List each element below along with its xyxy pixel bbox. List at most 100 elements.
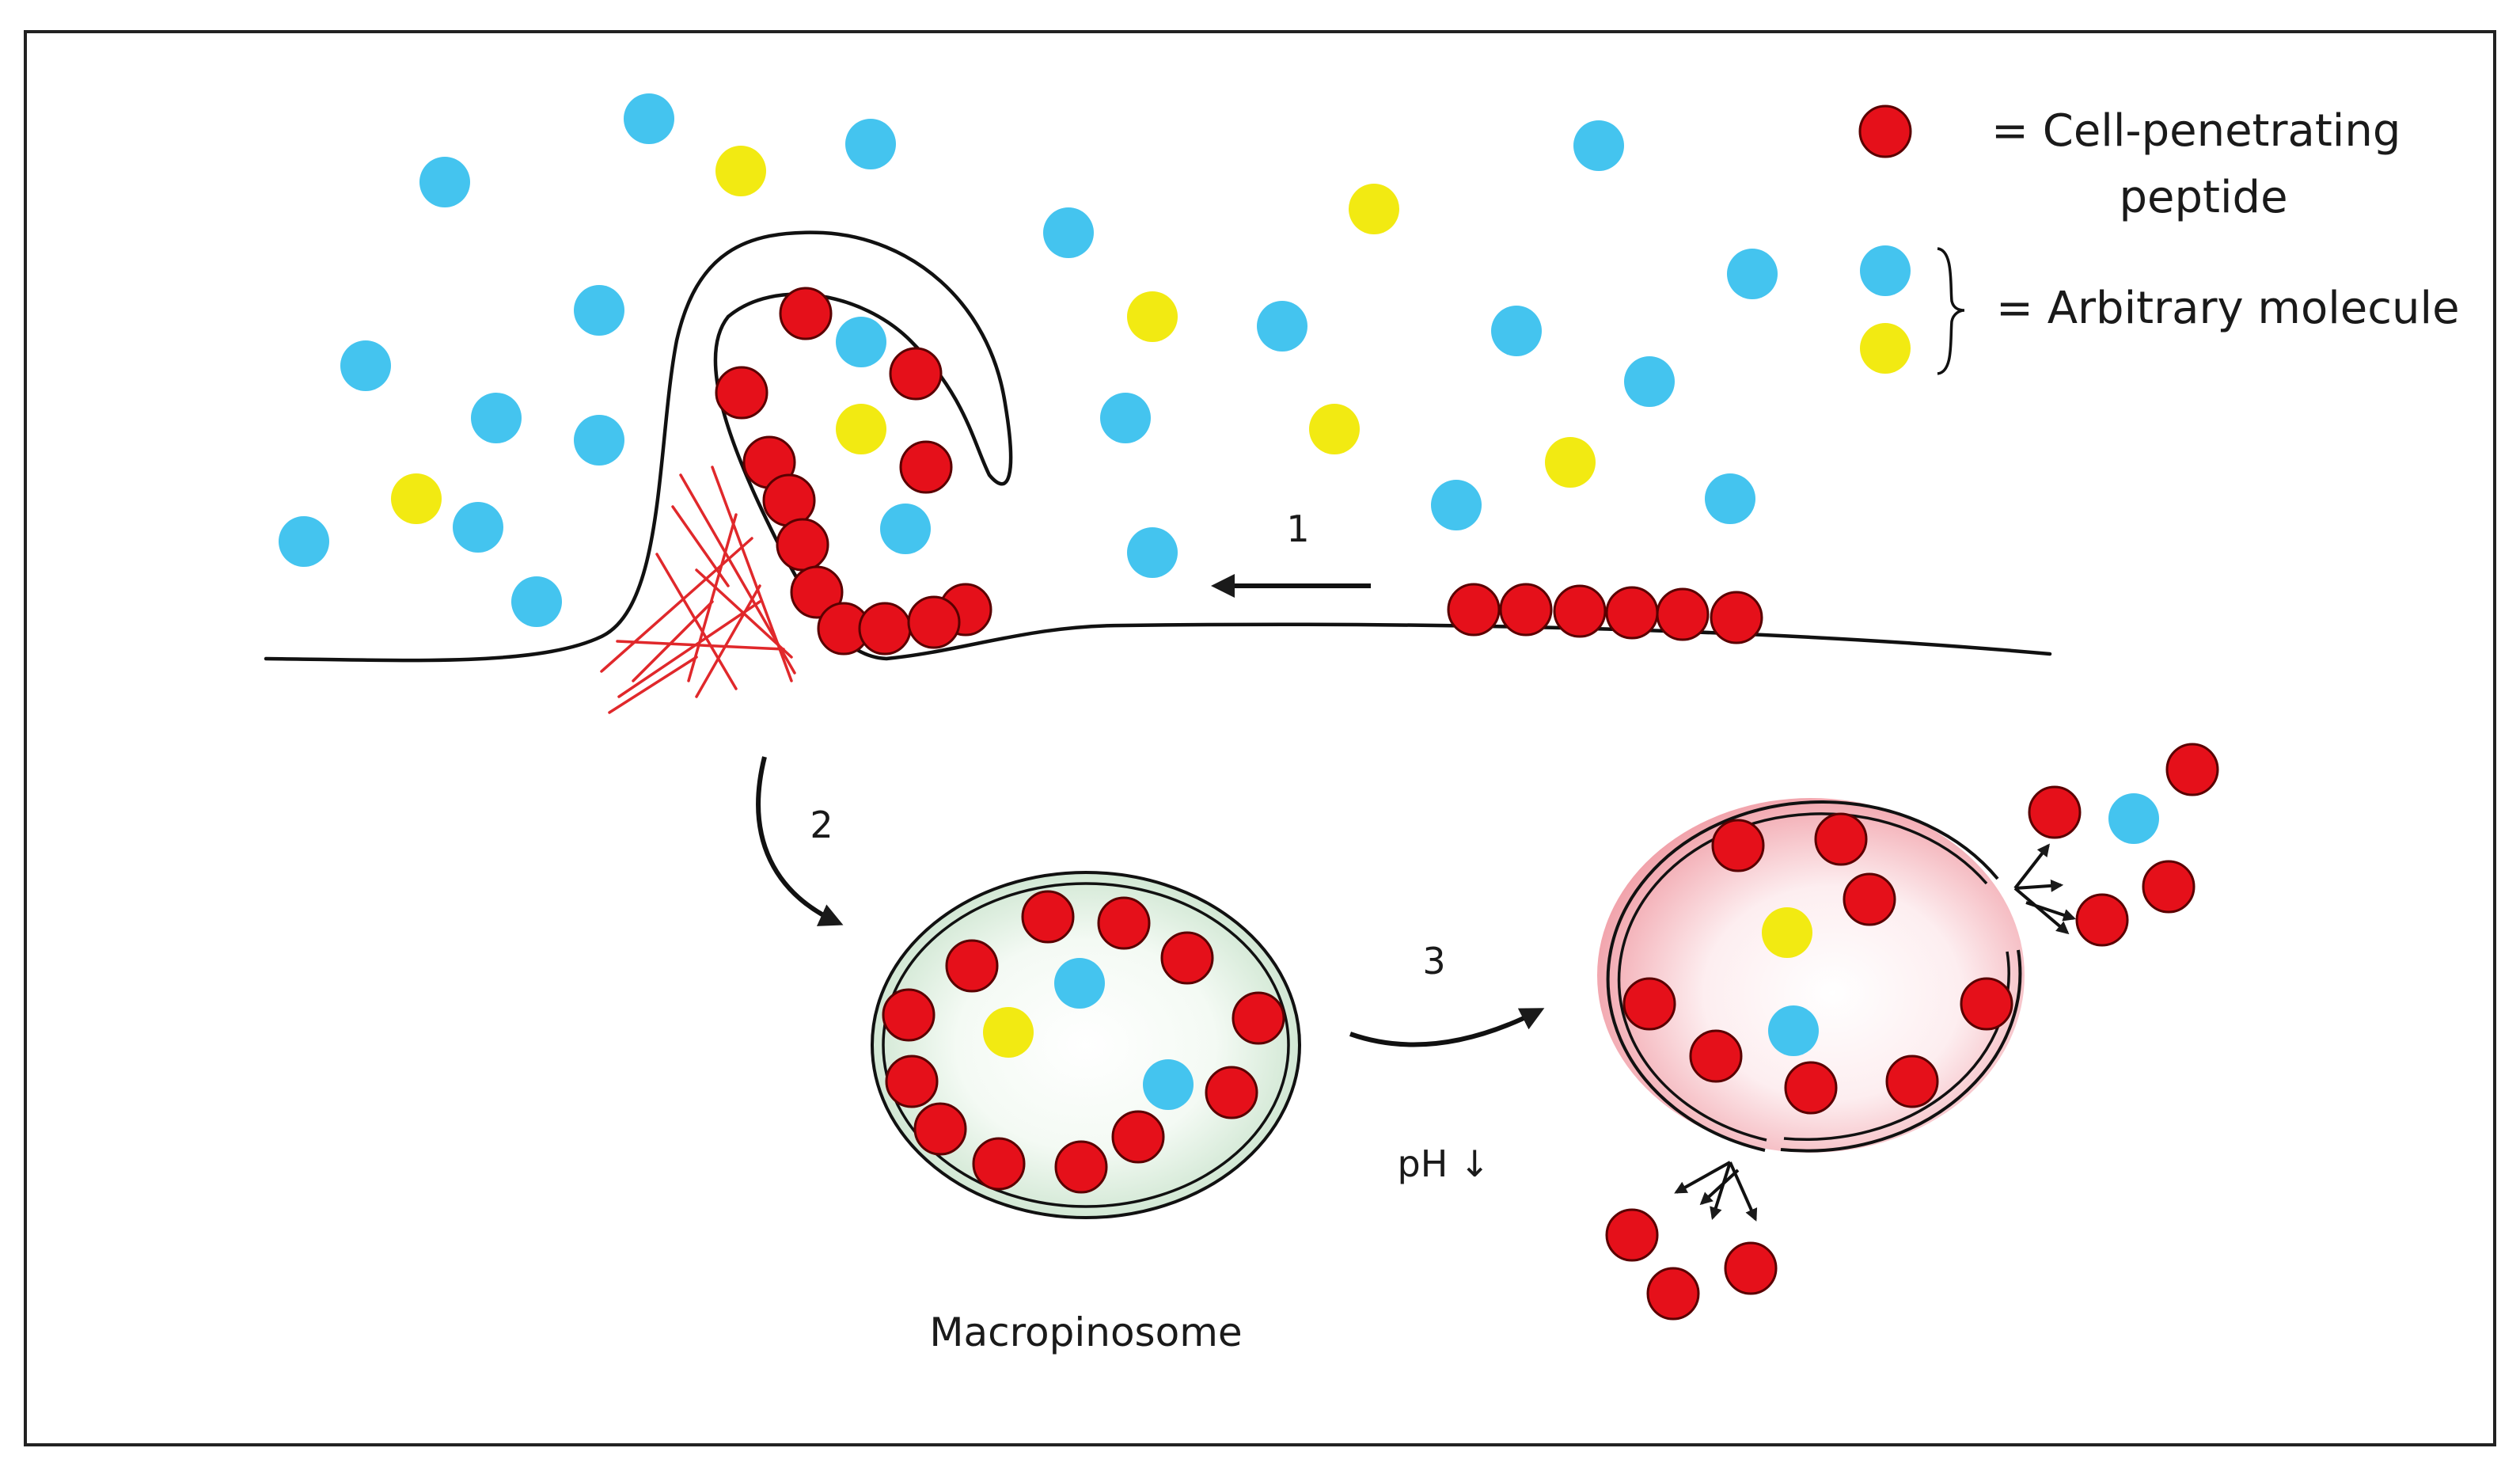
- peptide: [1710, 591, 1763, 644]
- legend-blue-swatch: [1860, 245, 1911, 296]
- peptide: [1711, 819, 1765, 872]
- peptide: [889, 347, 943, 401]
- peptide: [1097, 896, 1151, 950]
- blue-molecule: [1043, 207, 1094, 258]
- free-molecules: [279, 93, 1778, 627]
- yellow-molecule: [1545, 437, 1596, 488]
- yellow-molecule: [1309, 404, 1360, 454]
- released-peptides: [1605, 743, 2219, 1321]
- step3-label: 3: [1422, 940, 1445, 982]
- yellow-molecule: [715, 146, 766, 196]
- macropinosome: [871, 871, 1301, 1219]
- step2-arrow: [756, 756, 844, 926]
- peptide: [945, 939, 999, 993]
- peptide: [2028, 785, 2082, 839]
- peptide: [1553, 584, 1607, 638]
- blue-molecule: [1054, 958, 1105, 1009]
- peptide: [885, 1055, 939, 1108]
- blue-molecule: [1705, 473, 1755, 524]
- ph-label: pH ↓: [1398, 1142, 1490, 1185]
- peptide: [858, 602, 912, 656]
- blue-molecule: [453, 502, 503, 553]
- figure-frame: [24, 30, 2496, 1446]
- peptide: [776, 518, 829, 572]
- peptide: [1605, 1208, 1659, 1262]
- peptide: [1111, 1110, 1165, 1164]
- blue-molecule: [419, 157, 470, 207]
- blue-molecule: [1127, 527, 1178, 578]
- peptide: [1656, 587, 1710, 641]
- peptide: [1622, 977, 1676, 1031]
- blue-molecule: [1727, 249, 1778, 299]
- blue-molecule: [845, 119, 896, 169]
- blue-molecule: [574, 285, 624, 336]
- blue-molecule: [1257, 301, 1307, 352]
- blue-molecule: [1573, 120, 1624, 171]
- legend-yellow-swatch: [1860, 323, 1911, 374]
- ruffle-peptides: [715, 287, 992, 656]
- actin-filaments: [600, 466, 796, 714]
- yellow-molecule: [391, 473, 442, 524]
- peptide: [2142, 860, 2196, 914]
- peptide: [1646, 1267, 1700, 1321]
- blue-molecule: [1491, 306, 1542, 356]
- peptide: [1054, 1140, 1108, 1194]
- peptide: [1843, 872, 1896, 926]
- peptide: [1447, 583, 1501, 637]
- escape-arrows-bottom: [1674, 1161, 1758, 1222]
- step3-arrow: [1349, 1008, 1545, 1047]
- blue-molecule: [1100, 393, 1151, 443]
- peptide: [1205, 1066, 1258, 1119]
- yellow-molecule: [1762, 907, 1812, 958]
- escape-arrows-right: [2013, 843, 2077, 935]
- peptide: [779, 287, 833, 340]
- peptide: [790, 565, 844, 619]
- blue-molecule: [574, 415, 624, 466]
- blue-molecule: [624, 93, 674, 144]
- peptide: [899, 440, 953, 494]
- blue-molecule: [471, 393, 522, 443]
- yellow-molecule: [1349, 184, 1399, 234]
- peptide: [1605, 586, 1659, 640]
- macropinosome-label: Macropinosome: [929, 1309, 1242, 1355]
- peptide: [913, 1102, 967, 1156]
- peptide: [1021, 890, 1075, 944]
- step1-label: 1: [1286, 507, 1309, 550]
- step2-label: 2: [810, 804, 833, 846]
- blue-molecule: [880, 504, 931, 554]
- blue-molecule: [1768, 1005, 1819, 1056]
- peptide: [2075, 893, 2129, 947]
- yellow-molecule: [983, 1007, 1034, 1058]
- peptide: [1784, 1061, 1838, 1115]
- blue-molecule: [1624, 356, 1675, 407]
- peptide: [972, 1137, 1026, 1191]
- peptide: [1232, 991, 1285, 1045]
- peptide: [1689, 1029, 1743, 1083]
- blue-molecule: [1143, 1059, 1194, 1110]
- surface-peptides: [1447, 583, 1763, 644]
- blue-molecule: [1431, 480, 1482, 530]
- peptide: [1724, 1241, 1778, 1295]
- ruffle-molecules: [836, 317, 931, 554]
- blue-molecule: [340, 340, 391, 391]
- blue-molecule: [511, 576, 562, 627]
- peptide: [1885, 1055, 1939, 1108]
- legend-arbitrary-label: = Arbitrary molecule: [1996, 283, 2460, 334]
- peptide: [2165, 743, 2219, 796]
- legend-peptide-swatch: [1858, 105, 1912, 158]
- peptide: [762, 473, 816, 527]
- peptide: [715, 366, 769, 420]
- peptide: [1960, 977, 2013, 1031]
- peptide: [882, 988, 936, 1042]
- acidified-vesicle: [1597, 798, 2025, 1153]
- legend-peptide-label-line2: peptide: [2119, 172, 2287, 223]
- yellow-molecule: [1127, 291, 1178, 342]
- peptide: [1499, 583, 1553, 637]
- legend: = Cell-penetrating peptide = Arbitrary m…: [1858, 105, 2460, 375]
- peptide: [907, 595, 961, 649]
- blue-molecule: [279, 516, 329, 567]
- released-blue-molecule: [2108, 793, 2159, 844]
- yellow-molecule: [836, 404, 886, 454]
- legend-peptide-label-line1: = Cell-penetrating: [1991, 105, 2400, 157]
